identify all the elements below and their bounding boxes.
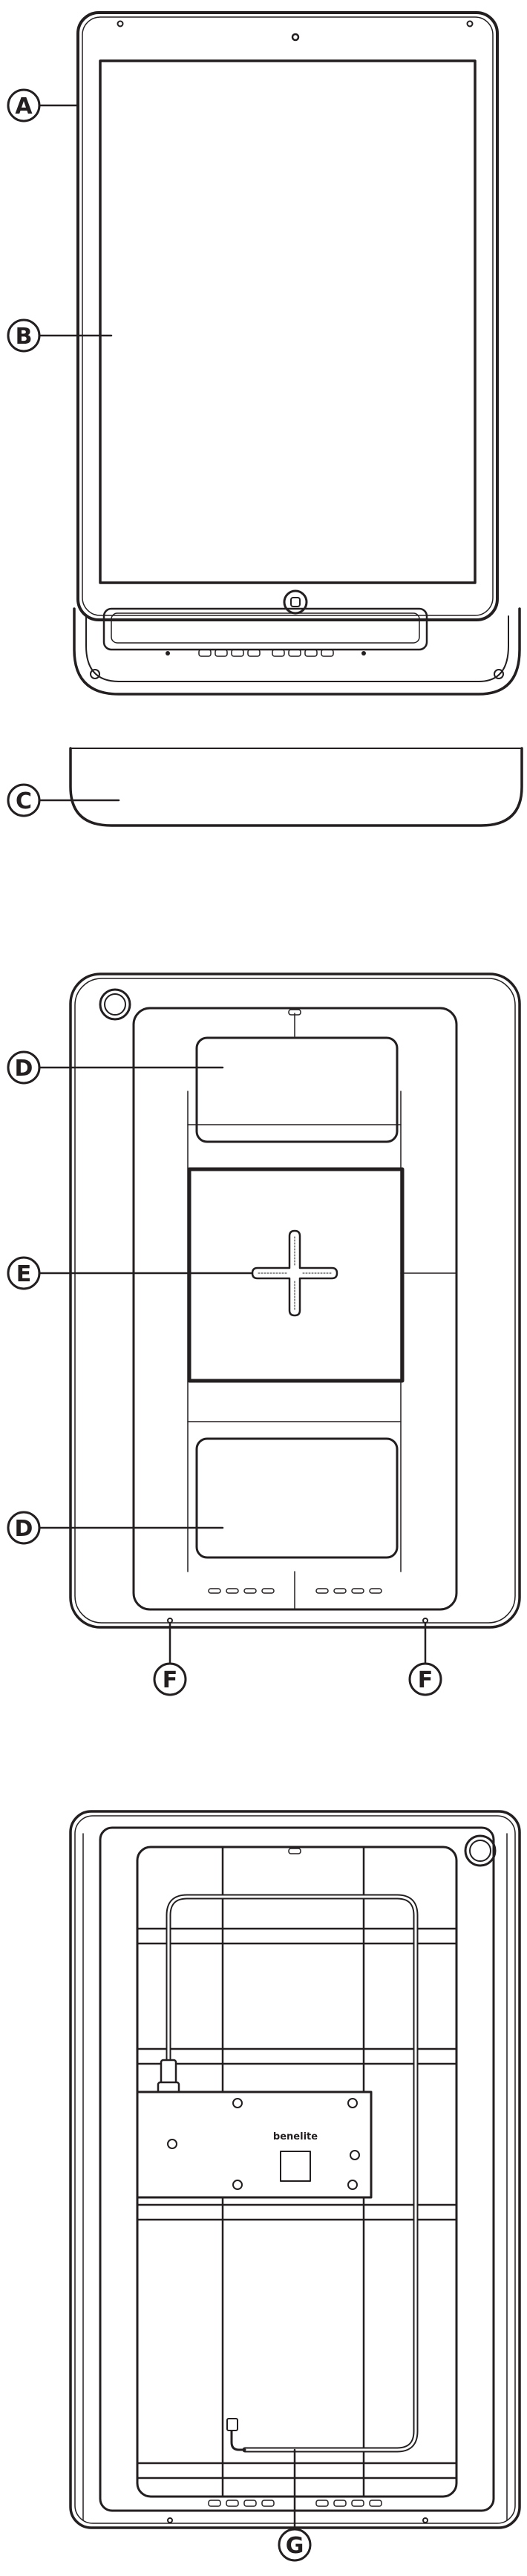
upper-pad: [197, 1038, 397, 1142]
callout-d-lower: D: [8, 1512, 223, 1543]
cable-end-connector: [227, 2419, 238, 2430]
callout-f-right: F: [410, 1623, 441, 1695]
base-cover-figure: [71, 748, 522, 826]
callout-c: C: [8, 785, 119, 816]
callout-a-label: A: [15, 94, 33, 120]
callout-f-left-label: F: [163, 1667, 178, 1693]
base-rear-figure: benelite: [71, 1811, 520, 2528]
rear-dot-right: [423, 2518, 428, 2523]
callout-b: B: [8, 320, 111, 351]
pogo-pin-row: [199, 650, 333, 656]
case-dot-right: [468, 22, 473, 27]
callout-b-label: B: [16, 324, 33, 350]
callout-f-right-label: F: [418, 1667, 433, 1693]
case-dot-left: [118, 22, 123, 27]
cross-connector: [252, 1231, 337, 1315]
home-button-square: [291, 598, 300, 607]
base-lock-hole-inner: [105, 994, 125, 1015]
callout-d-upper-label: D: [15, 1056, 33, 1082]
tablet-outer-frame: [78, 13, 497, 620]
home-button: [284, 591, 307, 613]
callout-g: G: [279, 2450, 310, 2560]
tray-dot-right: [361, 651, 366, 656]
cable-connector-top: [161, 2060, 176, 2084]
callout-g-label: G: [286, 2533, 304, 2559]
tablet-inner-frame: [82, 17, 493, 615]
logo-plate: [137, 2092, 371, 2197]
front-view-figure: [74, 13, 520, 694]
callout-e: E: [8, 1258, 252, 1289]
rear-top-slot: [289, 1848, 301, 1854]
tray-dot-left: [166, 651, 170, 656]
brand-logo: benelite: [273, 2131, 318, 2142]
front-camera: [292, 34, 298, 40]
tablet-screen: [100, 61, 475, 583]
dock-tray-inner: [111, 613, 419, 643]
lower-pad: [197, 1439, 397, 1557]
rear-lock-hole-inner: [470, 1840, 491, 1861]
base-cover-outline: [71, 748, 522, 826]
center-connector-plate: [189, 1169, 402, 1381]
callout-e-label: E: [16, 1261, 32, 1287]
callout-d-upper: D: [8, 1052, 223, 1083]
callout-a: A: [8, 90, 77, 121]
callout-c-label: C: [16, 788, 32, 814]
callout-d-lower-label: D: [15, 1516, 33, 1542]
base-front-figure: [71, 974, 520, 1627]
rear-dot-left: [168, 2518, 172, 2523]
callout-f-left: F: [154, 1623, 186, 1695]
